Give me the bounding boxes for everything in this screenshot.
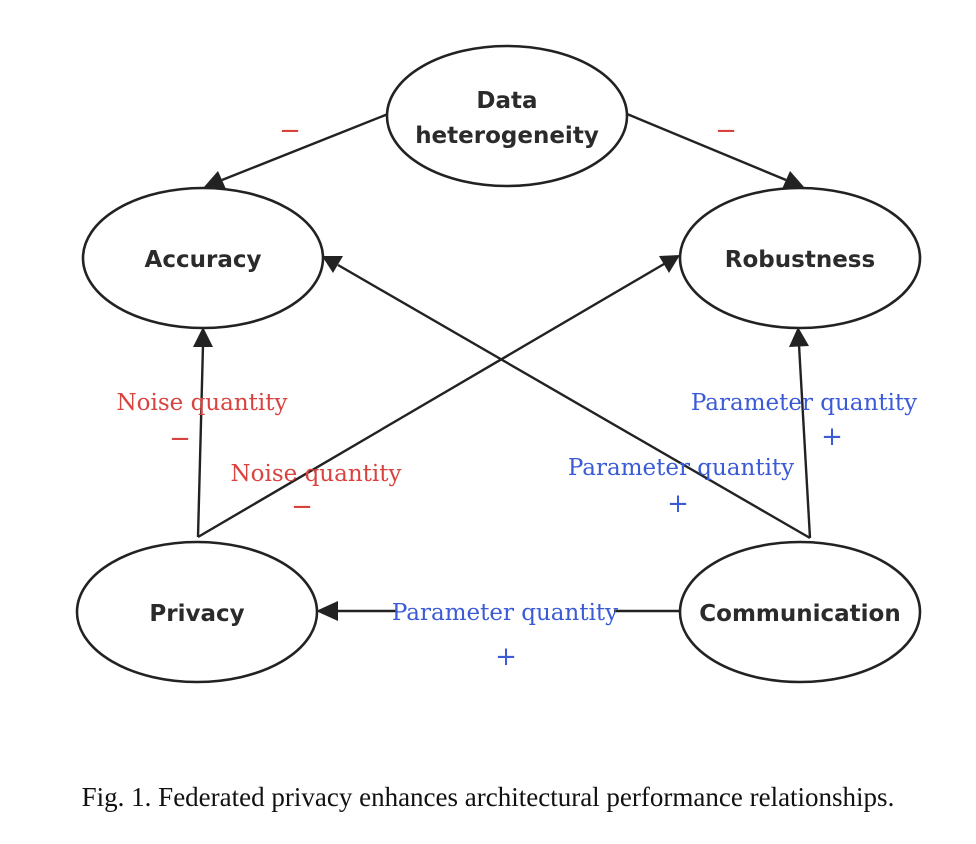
edge-communication-accuracy [337, 263, 811, 540]
arrowhead-heterogeneity-accuracy [204, 171, 226, 189]
label-privacy-robustness: Noise quantity [231, 461, 402, 487]
node-robustness: Robustness [678, 186, 922, 330]
node-data-heterogeneity: Data heterogeneity [385, 44, 629, 188]
node-privacy-label: Privacy [149, 601, 244, 627]
arrowhead-communication-accuracy [322, 256, 343, 273]
node-communication-label: Communication [699, 601, 900, 627]
label-privacy-accuracy: Noise quantity [117, 390, 288, 416]
arrowhead-heterogeneity-robustness [782, 171, 804, 189]
node-communication: Communication [678, 540, 922, 684]
edge-heterogeneity-accuracy [221, 112, 389, 182]
label-communication-accuracy: Parameter quantity [568, 455, 794, 481]
sign-communication-robustness: + [821, 422, 843, 452]
edge-privacy-robustness [197, 262, 665, 539]
label-background [396, 596, 614, 626]
arrowhead-privacy-accuracy [193, 327, 213, 347]
node-accuracy: Accuracy [81, 186, 325, 330]
label-communication-privacy: Parameter quantity [392, 600, 618, 626]
node-data-heterogeneity-line2: heterogeneity [415, 123, 599, 149]
sign-heterogeneity-accuracy: − [279, 116, 301, 146]
sign-communication-privacy: + [495, 642, 517, 672]
arrowhead-communication-robustness [789, 327, 809, 347]
sign-communication-accuracy: + [667, 489, 689, 519]
node-robustness-label: Robustness [725, 247, 875, 273]
edge-privacy-accuracy [196, 344, 205, 538]
sign-privacy-accuracy: − [169, 424, 191, 454]
relationship-diagram: Data heterogeneity Accuracy Robustness P… [75, 44, 922, 684]
sign-privacy-robustness: − [291, 492, 313, 522]
figure-caption: Fig. 1. Federated privacy enhances archi… [81, 782, 895, 812]
edge-communication-robustness [797, 344, 812, 539]
node-data-heterogeneity-line1: Data [476, 88, 537, 114]
sign-heterogeneity-robustness: − [715, 116, 737, 146]
label-communication-robustness: Parameter quantity [691, 390, 917, 416]
node-privacy: Privacy [75, 540, 319, 684]
edge-heterogeneity-robustness [626, 112, 787, 182]
arrowhead-communication-privacy [316, 601, 338, 621]
arrowhead-privacy-robustness [659, 255, 680, 273]
node-accuracy-label: Accuracy [145, 247, 262, 273]
